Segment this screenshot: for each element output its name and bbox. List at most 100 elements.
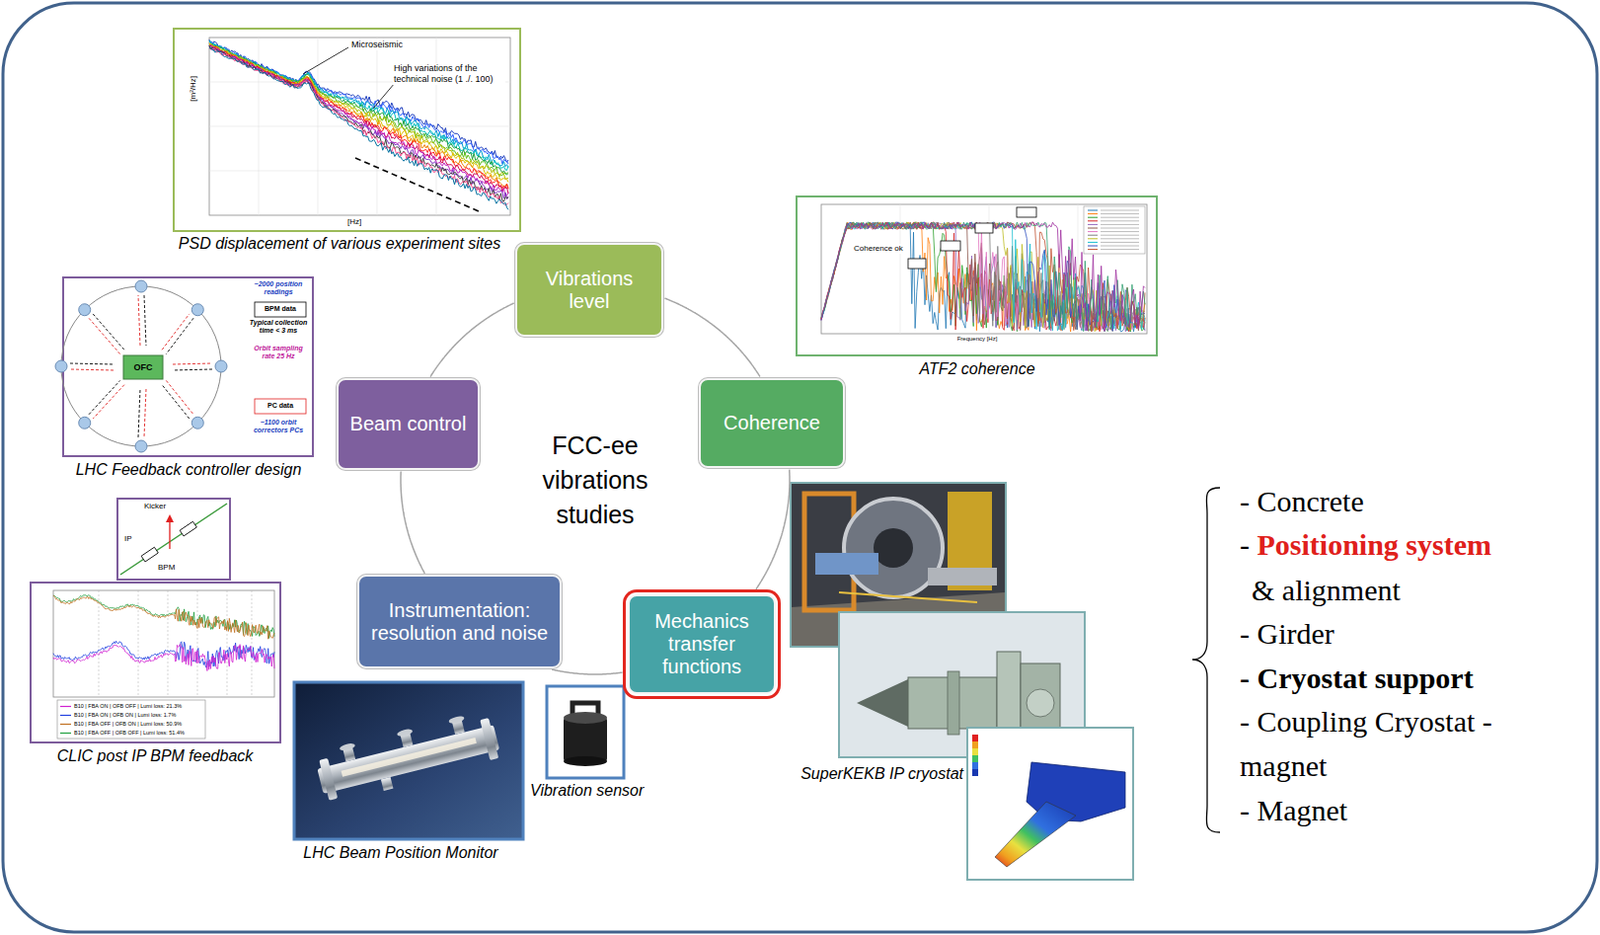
kicker-sketch bbox=[168, 520, 170, 549]
kicker-sketch bbox=[179, 521, 197, 536]
coherence-chart bbox=[821, 222, 1145, 332]
annotation: ~1100 orbit correctors PCs bbox=[246, 418, 310, 435]
psd-chart bbox=[209, 47, 509, 210]
ring-connector bbox=[551, 669, 622, 675]
feedback-diagram bbox=[161, 313, 190, 350]
feedback-diagram bbox=[61, 286, 222, 447]
axis-label: Frequency [Hz] bbox=[957, 335, 998, 343]
list-item: - Magnet bbox=[1239, 787, 1348, 833]
feedback-diagram bbox=[191, 416, 204, 429]
coherence-chart bbox=[1087, 237, 1098, 239]
clic-plot bbox=[57, 699, 206, 739]
annotation: High variations of the technical noise (… bbox=[392, 63, 506, 85]
coherence-chart bbox=[821, 222, 1145, 332]
psd-chart bbox=[209, 43, 509, 183]
coherence-chart bbox=[1100, 234, 1140, 236]
part-label: Kicker bbox=[144, 501, 166, 512]
caption: Vibration sensor bbox=[530, 780, 644, 800]
legend-line bbox=[60, 714, 72, 716]
bpm-photo bbox=[294, 682, 524, 839]
coherence-chart bbox=[821, 222, 1145, 332]
bpm-photo bbox=[396, 727, 414, 738]
superkekb-photos bbox=[972, 748, 979, 756]
coherence-chart bbox=[1087, 210, 1098, 212]
bpm-photo bbox=[318, 758, 338, 801]
coherence-chart bbox=[821, 222, 1145, 332]
coherence-chart bbox=[1100, 228, 1140, 229]
coherence-chart bbox=[821, 222, 1145, 332]
coherence-chart bbox=[1083, 206, 1145, 254]
feedback-diagram bbox=[138, 295, 141, 346]
psd-chart bbox=[303, 47, 349, 75]
coherence-chart bbox=[1100, 210, 1140, 212]
feedback-diagram bbox=[70, 363, 114, 365]
coherence-chart bbox=[821, 222, 1145, 331]
kicker-sketch bbox=[141, 546, 158, 562]
part-label: BPM bbox=[157, 562, 175, 573]
list-item: - bbox=[1239, 522, 1250, 567]
coherence-chart bbox=[821, 222, 1145, 332]
coherence-chart bbox=[1100, 213, 1140, 215]
legend-line bbox=[60, 710, 73, 720]
annotation: ~2000 position readings bbox=[246, 280, 310, 297]
topic-box: Beam control bbox=[336, 378, 480, 470]
psd-chart bbox=[373, 82, 395, 109]
psd-chart bbox=[173, 28, 521, 231]
legend-text: B10 | FBA ON | OFB ON | Lumi loss: 1.7% bbox=[74, 710, 176, 720]
legend-line bbox=[60, 728, 73, 738]
coherence-chart bbox=[1100, 220, 1140, 222]
superkekb-photos bbox=[994, 801, 1076, 867]
feedback-diagram bbox=[138, 388, 141, 438]
feedback-diagram bbox=[123, 355, 163, 380]
feedback-diagram bbox=[135, 440, 148, 453]
topic-label: Vibrations level bbox=[523, 267, 656, 313]
clic-plot bbox=[30, 582, 281, 743]
superkekb-photos bbox=[967, 727, 1134, 880]
clic-plot bbox=[53, 595, 275, 639]
kicker-sketch bbox=[120, 503, 228, 575]
caption: LHC Feedback controller design bbox=[76, 459, 303, 479]
superkekb-photos bbox=[838, 592, 978, 603]
superkekb-photos bbox=[947, 671, 960, 735]
brace bbox=[1192, 487, 1220, 833]
superkekb-photos bbox=[972, 755, 979, 762]
psd-chart bbox=[209, 37, 511, 216]
kicker-sketch bbox=[165, 514, 174, 523]
coherence-chart bbox=[1100, 241, 1140, 243]
coherence-chart bbox=[1100, 217, 1140, 219]
ring-connector bbox=[756, 469, 790, 590]
bpm-photo bbox=[380, 776, 394, 791]
feedback-diagram bbox=[70, 369, 114, 371]
feedback-diagram bbox=[92, 384, 125, 419]
bpm-photo bbox=[316, 724, 500, 794]
psd-chart bbox=[355, 157, 479, 212]
clic-plot bbox=[251, 590, 253, 697]
psd-chart bbox=[173, 28, 521, 231]
text-wrap: Beam control bbox=[344, 412, 473, 436]
bpm-photo bbox=[312, 708, 503, 806]
superkekb-photos bbox=[972, 761, 979, 769]
psd-chart bbox=[209, 46, 509, 200]
ring-connector bbox=[665, 298, 762, 378]
legend-text: B10 | FBA OFF | OFB OFF | Lumi loss: 51.… bbox=[74, 728, 185, 738]
sensor-photo bbox=[546, 685, 624, 778]
coherence-chart bbox=[821, 204, 1147, 334]
coherence-chart bbox=[821, 222, 1145, 331]
list-item: - Girder bbox=[1239, 610, 1335, 656]
coherence-chart bbox=[1087, 217, 1098, 219]
text-wrap: Coherence bbox=[717, 411, 827, 435]
coherence-chart bbox=[1087, 220, 1098, 222]
box-label: OFC bbox=[134, 362, 153, 374]
annotation: Microseismic bbox=[350, 39, 404, 51]
feedback-diagram bbox=[172, 363, 213, 365]
sensor-photo bbox=[563, 717, 608, 762]
coherence-chart bbox=[821, 222, 1145, 331]
axis-label: [m²/Hz] bbox=[188, 76, 199, 102]
clic-plot bbox=[167, 590, 169, 697]
psd-chart bbox=[209, 46, 509, 195]
coherence-chart bbox=[940, 240, 961, 251]
clic-plot bbox=[53, 644, 275, 672]
part-label: IP bbox=[124, 533, 133, 544]
coherence-chart bbox=[1100, 230, 1140, 232]
